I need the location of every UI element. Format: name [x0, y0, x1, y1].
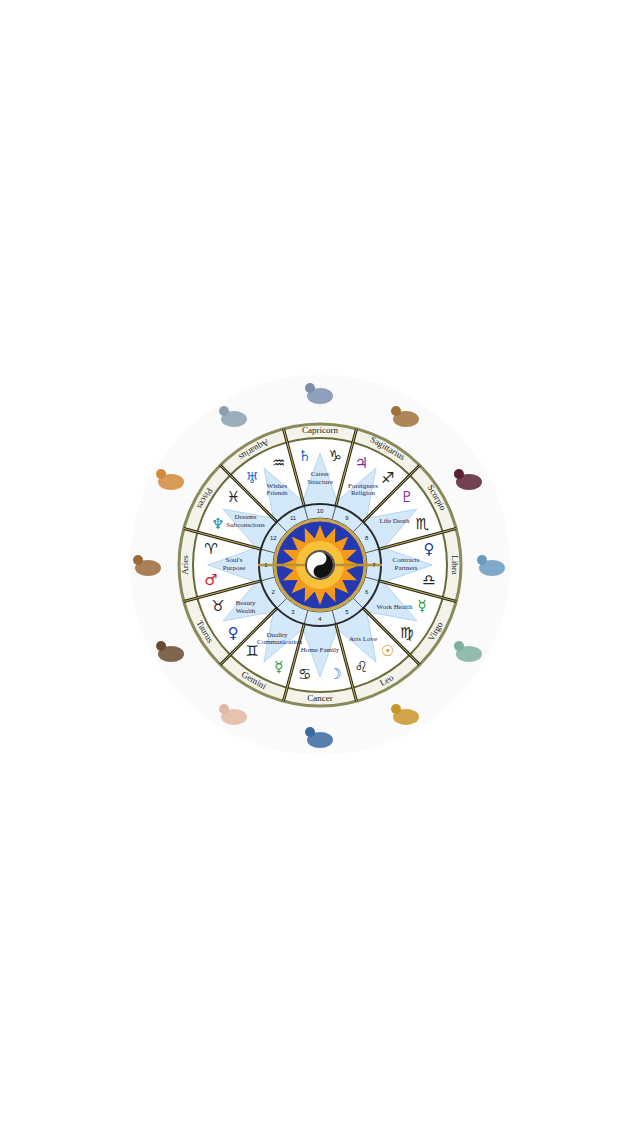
number-ring-outer — [259, 504, 381, 626]
outer-ring — [179, 424, 461, 706]
zodiac-animal-head — [156, 469, 166, 479]
planet-glyph: ☿ — [274, 659, 283, 676]
house-meaning: Foreigners Religion — [343, 483, 383, 498]
number-spoke — [261, 549, 275, 553]
number-spoke — [365, 549, 379, 553]
house-meaning: Wishes Friends — [257, 483, 297, 498]
zodiac-animal-head — [133, 555, 143, 565]
planet-glyph: ♂ — [204, 572, 217, 589]
planet-glyph: ♃ — [355, 455, 368, 472]
planet-glyph: ♄ — [298, 448, 311, 465]
house-meaning: Career Structure — [300, 471, 340, 486]
yin-yang-rim — [305, 550, 335, 580]
house-number: 10 — [317, 508, 324, 515]
halo — [130, 375, 510, 755]
house-number: 11 — [290, 515, 296, 522]
house-meaning: Contracts Partners — [386, 557, 426, 572]
number-spoke — [261, 577, 275, 581]
house-number: 12 — [270, 535, 277, 542]
inner-ring — [193, 438, 447, 692]
number-spoke — [277, 522, 287, 532]
house-meaning: Arts Love — [343, 636, 383, 644]
zodiac-animal-head — [391, 406, 401, 416]
sign-name: Libra — [449, 555, 459, 575]
number-spoke — [332, 506, 336, 520]
sign-glyph: ♍ — [400, 625, 413, 642]
sign-name: Cancer — [307, 694, 332, 704]
zodiac-animal-head — [391, 704, 401, 714]
sign-glyph: ♈ — [204, 541, 217, 558]
house-number: 7 — [372, 562, 375, 569]
house-meaning: Duality Communication — [257, 632, 297, 647]
house-number: 3 — [291, 609, 294, 616]
number-spoke — [304, 610, 308, 624]
house-meaning: Life Death — [375, 518, 415, 526]
yin-yang-light — [307, 552, 333, 578]
yin-yang-dot — [318, 557, 322, 561]
sign-name: Capricorn — [302, 426, 338, 436]
house-number: 1 — [264, 562, 267, 569]
planet-glyph: ☽ — [329, 666, 342, 683]
sign-glyph: ♎ — [422, 572, 435, 589]
planet-glyph: ☉ — [381, 643, 394, 660]
sign-glyph: ♑ — [329, 448, 342, 465]
zodiac-animal-head — [305, 383, 315, 393]
planet-glyph: ♆ — [211, 516, 224, 533]
house-meaning: Home Family — [300, 647, 340, 655]
zodiac-animal-head — [305, 727, 315, 737]
house-number: 8 — [365, 535, 368, 542]
zodiac-animal-head — [219, 704, 229, 714]
house-number: 4 — [318, 616, 321, 623]
number-spoke — [365, 577, 379, 581]
house-number: 9 — [345, 515, 348, 522]
sign-name: Aries — [181, 555, 191, 575]
planet-glyph: ☿ — [417, 598, 426, 615]
sign-glyph: ♓ — [227, 489, 240, 506]
sign-glyph: ♉ — [211, 598, 224, 615]
house-number: 6 — [365, 589, 368, 596]
sign-glyph: ♐ — [381, 470, 394, 487]
sign-glyph: ♌ — [355, 659, 368, 676]
house-number: 5 — [345, 609, 348, 616]
sign-glyph: ♒ — [272, 455, 285, 472]
zodiac-animal-head — [219, 406, 229, 416]
house-meaning: Work Health — [375, 604, 415, 612]
number-spoke — [332, 610, 336, 624]
house-meaning: Dreams Subconscious — [226, 514, 266, 529]
yin-yang-dark — [314, 552, 334, 578]
planet-glyph: ♇ — [400, 489, 413, 506]
house-meaning: Beauty Wealth — [226, 600, 266, 615]
planet-glyph: ♀ — [228, 625, 239, 642]
light-star — [208, 453, 432, 677]
number-spoke — [277, 598, 287, 608]
number-spoke — [353, 522, 363, 532]
zodiac-animal-head — [477, 555, 487, 565]
zodiac-animal-head — [156, 641, 166, 651]
sign-glyph: ♋ — [298, 666, 311, 683]
zodiac-animal-head — [454, 469, 464, 479]
house-meaning: Soul's Purpose — [214, 557, 254, 572]
sign-glyph: ♏ — [415, 516, 428, 533]
zodiac-animal-head — [454, 641, 464, 651]
house-number: 2 — [272, 589, 275, 596]
planet-glyph: ♅ — [246, 470, 259, 487]
number-spoke — [304, 506, 308, 520]
number-spoke — [353, 598, 363, 608]
yin-yang-dot — [318, 570, 322, 574]
planet-glyph: ♀ — [423, 541, 434, 558]
